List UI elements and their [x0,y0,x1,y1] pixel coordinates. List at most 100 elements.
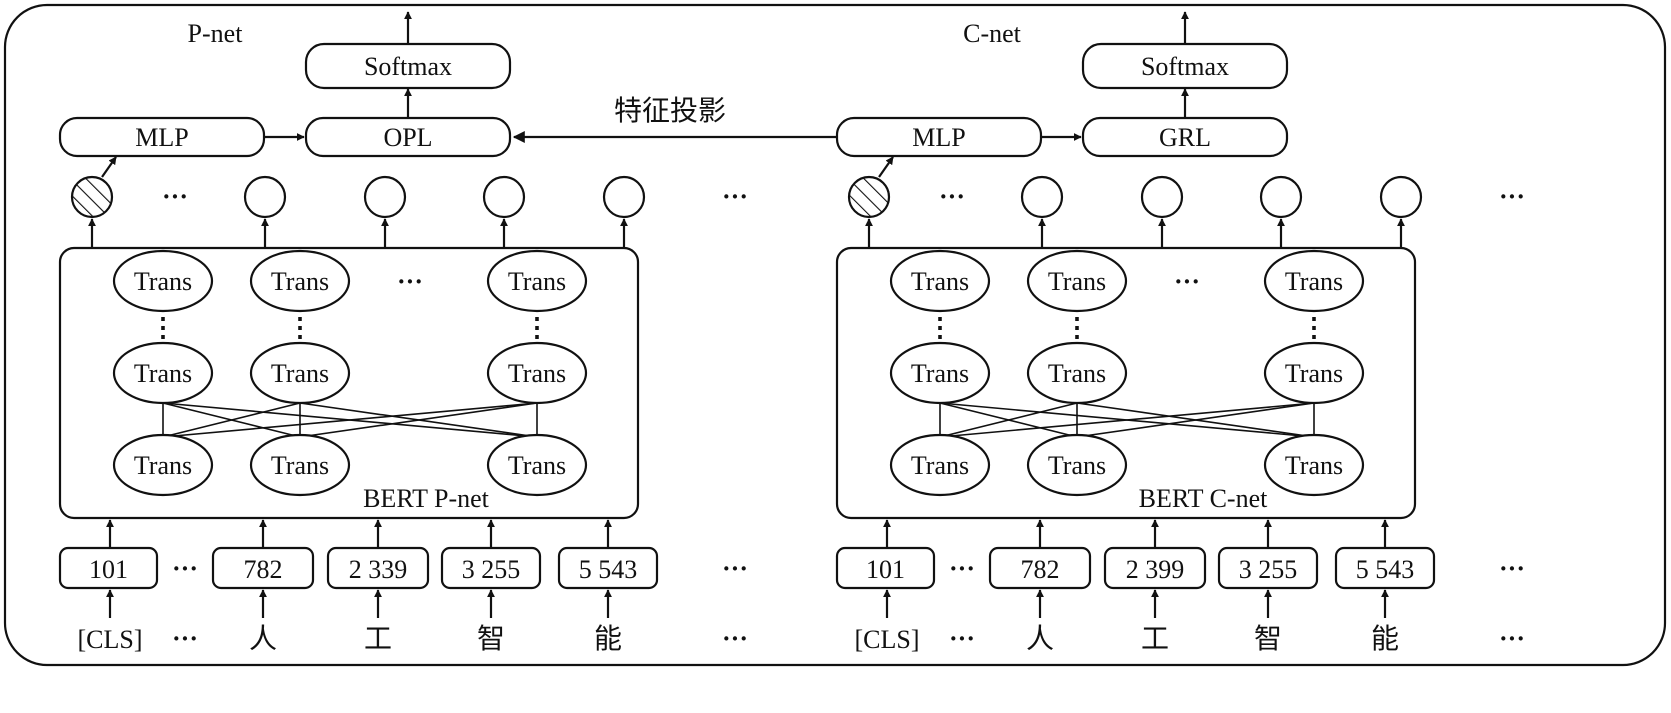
id-ellipsis: ··· [949,554,975,583]
output-node [1379,175,1423,219]
transformer-node [249,249,351,313]
transformer-node [1263,433,1365,497]
token-id-label: 101 [89,555,128,584]
token-id-box [211,546,315,590]
transformer-node [486,249,588,313]
token-id-label: 101 [866,555,905,584]
cls-to-mlp-arrow [101,156,117,178]
mlp-label: MLP [912,123,965,152]
output-node [1140,175,1184,219]
transformer-node [112,249,214,313]
token-id-label: 3 255 [1239,555,1298,584]
transformer-label: Trans [134,451,192,480]
token-id-box [835,546,936,590]
layer-ellipsis: ··· [397,267,423,296]
output-node [243,175,287,219]
transformer-label: Trans [134,267,192,296]
input-token-label: 人 [249,622,277,655]
transformer-node [112,341,214,405]
input-token-label: 能 [594,622,622,655]
token-ellipsis: ··· [1499,624,1525,653]
row-ellipsis: ··· [1499,182,1525,211]
input-token-label: 智 [1254,622,1282,655]
transformer-node [1026,341,1128,405]
mlp-box [835,116,1043,158]
token-id-box [1217,546,1319,590]
transformer-label: Trans [1285,451,1343,480]
transformer-label: Trans [508,451,566,480]
transformer-node [889,433,991,497]
transformer-label: Trans [271,267,329,296]
input-token-label: 工 [364,622,392,655]
transformer-label: Trans [1048,451,1106,480]
layer-ellipsis: ··· [1174,267,1200,296]
input-token-label: [CLS] [855,625,920,654]
outer-frame [3,3,1667,667]
softmax-label: Softmax [1141,52,1229,81]
transformer-node [112,433,214,497]
token-ellipsis: ··· [172,624,198,653]
cls-to-mlp-arrow [878,156,894,178]
transformer-node [249,341,351,405]
transformer-node [486,433,588,497]
transformer-connection [1076,402,1315,438]
transformer-label: Trans [1285,267,1343,296]
transformer-connection [162,402,538,438]
token-ellipsis: ··· [722,624,748,653]
row-ellipsis: ··· [939,182,965,211]
token-id-box [440,546,542,590]
id-ellipsis: ··· [1499,554,1525,583]
transformer-node [1263,341,1365,405]
transformer-label: Trans [1048,267,1106,296]
bert-label: BERT C-net [1139,484,1268,513]
id-ellipsis: ··· [172,554,198,583]
transformer-label: Trans [911,267,969,296]
feature-projection-label: 特征投影 [614,94,726,127]
vertical-ellipsis: ⋮ [287,313,313,342]
input-token-label: 人 [1026,622,1054,655]
token-id-label: 2 339 [349,555,408,584]
transformer-label: Trans [508,359,566,388]
transformer-connection [162,402,301,438]
transformer-node [486,341,588,405]
transformer-node [889,341,991,405]
id-ellipsis: ··· [722,554,748,583]
transformer-node [1263,249,1365,313]
transformer-label: Trans [134,359,192,388]
transformer-node [1026,433,1128,497]
transformer-connection [299,402,538,438]
vertical-ellipsis: ⋮ [1301,313,1327,342]
token-id-box [1103,546,1207,590]
bert-label: BERT P-net [363,484,490,513]
token-id-box [1334,546,1436,590]
output-node [482,175,526,219]
transformer-label: Trans [1048,359,1106,388]
panel-title: C-net [963,19,1022,48]
transformer-connection [939,402,1078,438]
row-ellipsis: ··· [722,182,748,211]
mid-layer-box [304,116,512,158]
bert-container [58,246,640,520]
vertical-ellipsis: ⋮ [524,313,550,342]
output-node [363,175,407,219]
token-id-label: 5 543 [1356,555,1415,584]
input-token-label: [CLS] [78,625,143,654]
cls-output-node-hatched [847,175,891,219]
token-id-label: 782 [1021,555,1060,584]
output-node [1259,175,1303,219]
transformer-node [249,433,351,497]
transformer-connection [939,402,1315,438]
mid-layer-box [1081,116,1289,158]
mlp-label: MLP [135,123,188,152]
output-node [602,175,646,219]
mlp-box [58,116,266,158]
token-id-label: 5 543 [579,555,638,584]
mid-layer-label: GRL [1159,123,1211,152]
token-ellipsis: ··· [949,624,975,653]
vertical-ellipsis: ⋮ [150,313,176,342]
token-id-box [988,546,1092,590]
cls-output-node-hatched [70,175,114,219]
